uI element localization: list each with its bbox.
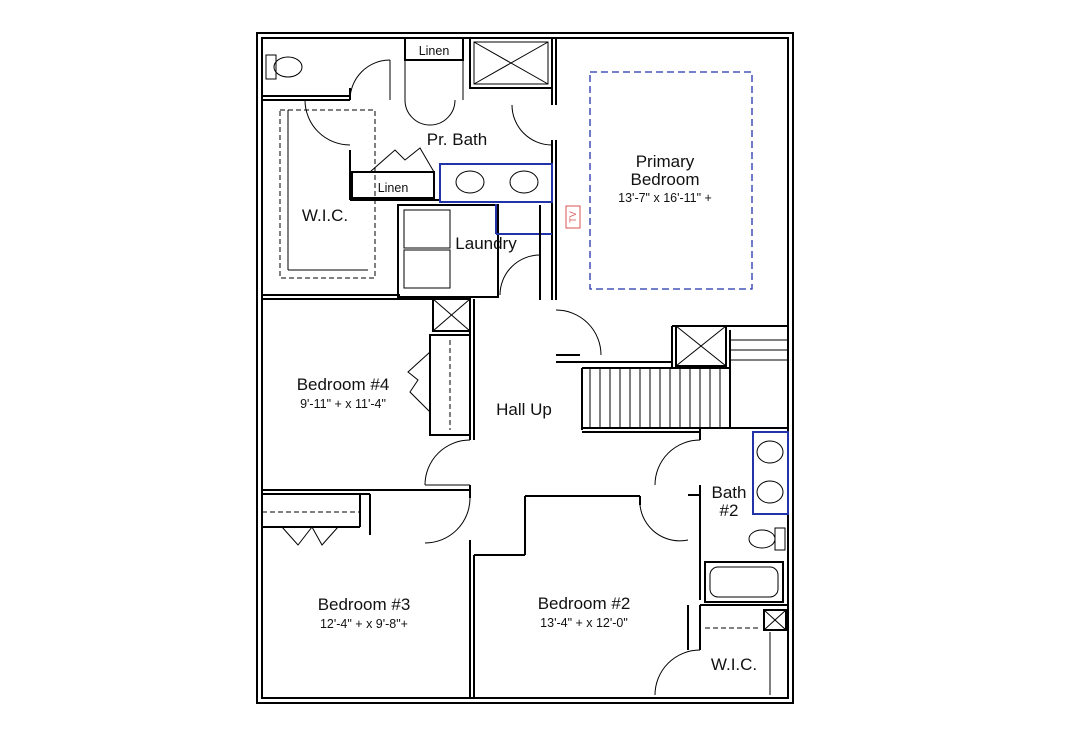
bath2-label-line2: #2 xyxy=(720,501,739,520)
sink-icon xyxy=(455,170,784,504)
linen-top-label: Linen xyxy=(419,44,450,58)
bedroom4-label: Bedroom #4 xyxy=(297,375,390,394)
toilet-icon xyxy=(265,54,303,80)
plumbing-fixtures xyxy=(265,54,786,551)
tv-label: TV xyxy=(568,211,578,223)
bedroom2-label: Bedroom #2 xyxy=(538,594,631,613)
interior-walls xyxy=(262,37,789,698)
stairs xyxy=(589,339,788,428)
bedroom3-label: Bedroom #3 xyxy=(318,595,411,614)
bedroom4-dims: 9'-11" + x 11'-4" xyxy=(300,397,386,411)
bath2-label-line1: Bath xyxy=(712,483,747,502)
door-swings xyxy=(281,59,701,696)
hall-up-label: Hall Up xyxy=(496,400,552,419)
toilet-icon xyxy=(748,527,786,551)
primary-bedroom-label-line1: Primary xyxy=(636,152,695,171)
primary-bedroom-label-line2: Bedroom xyxy=(631,170,700,189)
linen-mid-label: Linen xyxy=(378,181,409,195)
tv-marker: TV xyxy=(565,205,581,229)
ceiling-outline xyxy=(589,71,753,290)
bedroom3-dims: 12'-4" + x 9'-8"+ xyxy=(320,617,408,631)
laundry-label: Laundry xyxy=(455,234,517,253)
wic-left-label: W.I.C. xyxy=(302,206,348,225)
room-labels: Primary Bedroom 13'-7" x 16'-11" + Pr. B… xyxy=(297,44,757,674)
bedroom2-dims: 13'-4" + x 12'-0" xyxy=(540,616,628,630)
pr-bath-label: Pr. Bath xyxy=(427,130,487,149)
wic-right-label: W.I.C. xyxy=(711,655,757,674)
primary-bedroom-dims: 13'-7" x 16'-11" + xyxy=(618,191,712,205)
